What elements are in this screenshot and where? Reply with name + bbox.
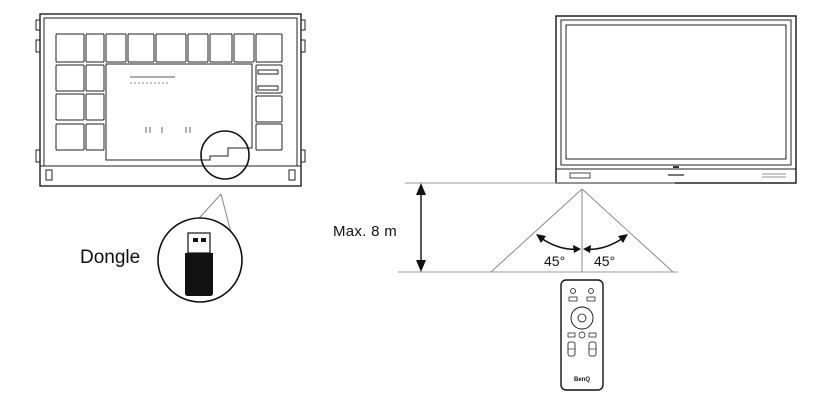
dongle-zoom <box>157 217 243 303</box>
display-rear-view <box>35 13 306 187</box>
remote-brand-logo: BenQ <box>574 377 590 383</box>
angle-right-label: 45° <box>594 253 616 269</box>
distance-indicator <box>398 182 678 273</box>
angle-left-label: 45° <box>544 253 566 269</box>
remote-control <box>560 279 604 391</box>
max-distance-label: Max. 8 m <box>333 223 398 240</box>
angle-arrowhead-right-outer <box>618 234 628 243</box>
dongle-label: Dongle <box>80 247 141 268</box>
angle-arrowhead-right-inner <box>583 245 591 253</box>
display-front-view <box>555 15 797 184</box>
front-logo-mark <box>673 166 679 168</box>
angle-arrowhead-left-outer <box>536 234 546 243</box>
dongle-port-highlight <box>200 130 250 180</box>
reception-angle-cone <box>490 188 674 273</box>
angle-arrowhead-left-inner <box>573 245 581 253</box>
